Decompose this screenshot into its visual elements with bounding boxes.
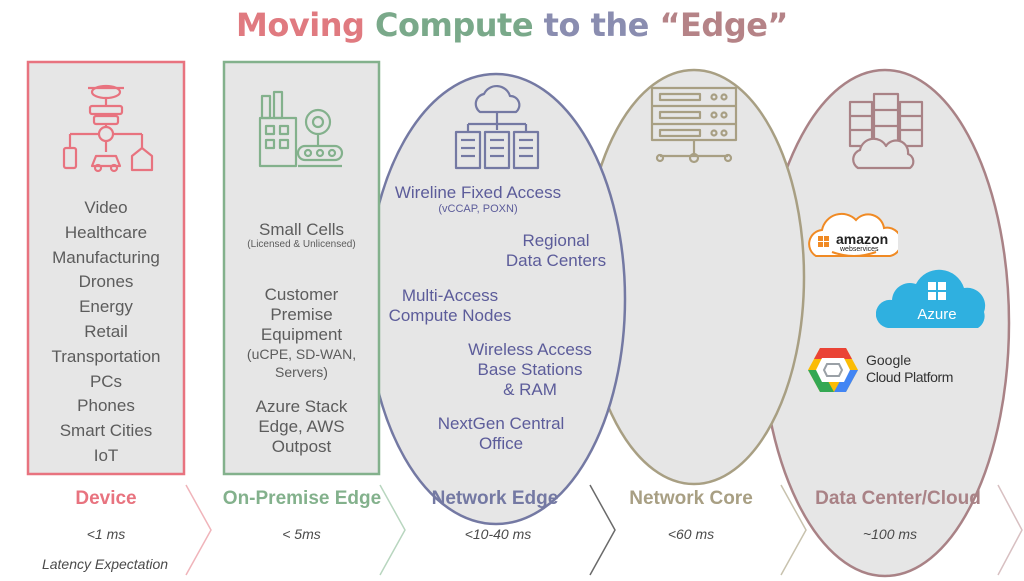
chevron-right-icon bbox=[780, 484, 807, 576]
device-item: Energy bbox=[79, 297, 133, 317]
chevron-right-icon bbox=[379, 484, 406, 576]
device-item: Drones bbox=[78, 272, 134, 292]
device-item: IoT bbox=[93, 445, 119, 465]
stage-data-center: Data Center/Cloud bbox=[815, 488, 981, 509]
cpe-line: Premise bbox=[270, 305, 333, 324]
regional-line: Regional bbox=[522, 231, 590, 250]
device-box bbox=[26, 60, 186, 476]
amazon-text: amazon bbox=[836, 231, 889, 247]
stage-on-premise: On-Premise Edge bbox=[222, 488, 382, 509]
multi-access-line: Compute Nodes bbox=[388, 306, 512, 325]
latency-on-premise: < 5ms bbox=[282, 526, 321, 542]
server-rack-icon bbox=[650, 86, 738, 164]
google-cloud-logo: Google Cloud Platform bbox=[806, 346, 976, 396]
device-item: Video bbox=[84, 198, 128, 217]
device-item: Manufacturing bbox=[52, 247, 160, 267]
cloud-server-icon bbox=[454, 84, 540, 170]
nextgen-line: Office bbox=[478, 434, 524, 453]
latency-caption: Latency Expectation bbox=[41, 556, 169, 572]
regional-line: Data Centers bbox=[505, 251, 607, 270]
chevron-right-icon bbox=[185, 484, 212, 576]
device-item-list: Video Healthcare Manufacturing Drones En… bbox=[28, 196, 184, 469]
stage-network-edge: Network Edge bbox=[431, 488, 559, 509]
latency-network-core: <60 ms bbox=[667, 526, 715, 542]
stage-network-core: Network Core bbox=[629, 488, 753, 509]
amazon-sub-text: webservices bbox=[840, 246, 879, 253]
data-center-icon bbox=[848, 92, 924, 170]
azure-cloud-icon bbox=[875, 269, 986, 328]
on-premise-box bbox=[222, 60, 381, 476]
small-cells-label: Small Cells bbox=[258, 220, 345, 239]
wireless-line: & RAM bbox=[503, 380, 557, 399]
small-cells-sub: (Licensed & Unlicensed) bbox=[247, 239, 356, 250]
device-item: PCs bbox=[89, 371, 123, 391]
latency-network-edge: <10-40 ms bbox=[464, 526, 532, 542]
wireline-label: Wireline Fixed Access (vCCAP, POXN) bbox=[378, 183, 578, 216]
google-text: Google bbox=[866, 352, 912, 368]
stage-device: Device bbox=[75, 488, 137, 509]
latency-device: <1 ms bbox=[86, 526, 126, 542]
nextgen-line: NextGen Central bbox=[437, 414, 565, 433]
device-item: Transportation bbox=[51, 346, 161, 366]
google-cloud-hex-icon bbox=[808, 348, 858, 392]
chevron-right-icon bbox=[997, 484, 1023, 576]
device-item: Retail bbox=[84, 321, 128, 341]
regional-label: Regional Data Centers bbox=[494, 231, 618, 271]
factory-icon bbox=[258, 90, 344, 168]
azure-stack-line: Outpost bbox=[271, 437, 332, 456]
device-network-icon bbox=[62, 84, 154, 173]
nextgen-label: NextGen Central Office bbox=[426, 414, 576, 454]
azure-text: Azure bbox=[917, 306, 957, 323]
azure-stack-line: Edge, AWS bbox=[258, 417, 345, 436]
on-premise-item-list: Small Cells (Licensed & Unlicensed) Cust… bbox=[224, 220, 379, 457]
title-part: “Edge” bbox=[659, 6, 789, 44]
wireless-label: Wireless Access Base Stations & RAM bbox=[458, 340, 602, 400]
page-title: Moving Compute to the “Edge” bbox=[0, 6, 1024, 44]
amazon-logo: amazon webservices bbox=[804, 210, 903, 266]
cpe-line: (uCPE, SD-WAN, bbox=[246, 346, 357, 362]
title-part: the bbox=[590, 6, 660, 44]
title-part: to bbox=[543, 6, 591, 44]
device-item: Smart Cities bbox=[59, 421, 153, 441]
cloud-platform-text: Cloud Platform bbox=[866, 369, 953, 385]
wireline-sub: (vCCAP, POXN) bbox=[438, 203, 518, 215]
title-part: Compute bbox=[375, 6, 544, 44]
cpe-line: Customer bbox=[264, 285, 339, 304]
cpe-line: Servers) bbox=[275, 364, 328, 380]
wireless-line: Wireless Access bbox=[468, 340, 592, 359]
multi-access-label: Multi-Access Compute Nodes bbox=[380, 286, 520, 326]
title-part: Moving bbox=[236, 6, 376, 44]
latency-data-center: ~100 ms bbox=[862, 526, 918, 542]
device-item: Healthcare bbox=[64, 222, 148, 242]
wireless-line: Base Stations bbox=[477, 360, 583, 379]
azure-stack-line: Azure Stack bbox=[255, 397, 348, 416]
chevron-right-icon bbox=[589, 484, 616, 576]
device-item: Phones bbox=[77, 396, 135, 416]
cpe-line: Equipment bbox=[260, 325, 343, 344]
azure-logo: Azure bbox=[875, 264, 998, 330]
multi-access-line: Multi-Access bbox=[401, 286, 499, 305]
wireline-title: Wireline Fixed Access bbox=[394, 183, 562, 202]
